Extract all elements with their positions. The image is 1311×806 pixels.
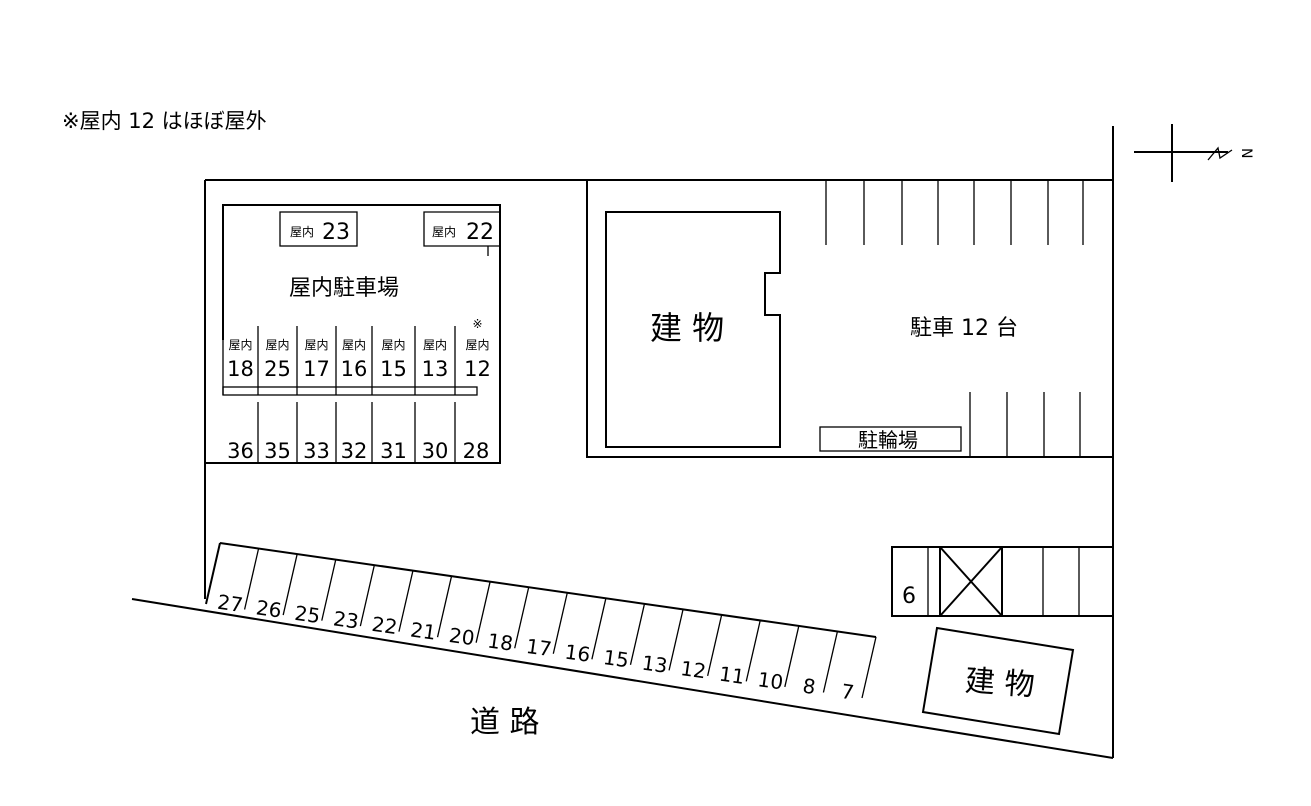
slant-divider — [321, 559, 337, 621]
slant-spot-21: 21 — [409, 617, 438, 644]
main-building: 建 物 — [586, 180, 1113, 458]
slant-divider — [591, 598, 607, 660]
lot-12-area: 駐車 12 台 — [825, 180, 1084, 457]
indoor-spot-label: 屋内 — [423, 338, 447, 352]
slant-spot-15: 15 — [602, 645, 631, 672]
north-label: N — [1238, 148, 1254, 158]
bicycle-parking-label: 駐輪場 — [858, 428, 918, 452]
no-parking-box — [939, 546, 1003, 617]
outdoor-spot-28: 28 — [463, 439, 490, 463]
slant-spot-13: 13 — [640, 651, 669, 678]
indoor-spot-15: 15 — [380, 357, 407, 381]
note-text: ※屋内 12 はほぼ屋外 — [62, 109, 267, 133]
slant-divider — [359, 564, 375, 627]
slant-spot-18: 18 — [486, 628, 515, 655]
slant-divider — [629, 603, 646, 665]
road-label: 道 路 — [470, 705, 540, 740]
indoor-spot-label: 屋内 — [304, 338, 328, 352]
indoor-spot-16: 16 — [341, 357, 368, 381]
indoor-mark: ※ — [472, 317, 482, 331]
slant-spot-27: 27 — [216, 590, 245, 617]
indoor-spot-13: 13 — [422, 357, 449, 381]
slant-spot-7: 7 — [840, 679, 856, 705]
lot-12-label: 駐車 12 台 — [910, 316, 1018, 341]
slant-divider — [668, 609, 684, 671]
slant-divider — [745, 620, 761, 682]
site-boundary — [131, 126, 1114, 759]
small-building: 建 物 — [921, 626, 1075, 736]
outdoor-spot-32: 32 — [341, 439, 368, 463]
bicycle-parking-box — [819, 426, 962, 452]
indoor-spot-17: 17 — [303, 357, 330, 381]
outdoor-spot-33: 33 — [303, 439, 330, 463]
indoor-spot-label: 屋内 — [265, 338, 289, 352]
slant-divider — [243, 548, 260, 610]
slant-spot-8: 8 — [801, 674, 817, 700]
slant-divider — [282, 553, 298, 616]
indoor-spot-23-label: 屋内 — [290, 225, 314, 239]
slant-divider — [822, 631, 839, 693]
indoor-parking-title: 屋内駐車場 — [289, 276, 399, 301]
slant-spot-25: 25 — [293, 601, 322, 628]
slant-spot-12: 12 — [679, 656, 708, 683]
small-building-label: 建 物 — [964, 664, 1036, 704]
indoor-spot-label: 屋内 — [381, 338, 405, 352]
indoor-spot-label: 屋内 — [342, 338, 366, 352]
slant-spot-22: 22 — [370, 612, 399, 639]
indoor-row-bar — [222, 386, 478, 396]
indoor-spot-12: 12 — [464, 357, 491, 381]
outdoor-spot-30: 30 — [422, 439, 449, 463]
slant-divider — [552, 592, 568, 654]
indoor-spot-18: 18 — [227, 357, 254, 381]
slant-spot-17: 17 — [525, 634, 554, 661]
slant-spot-26: 26 — [255, 595, 284, 622]
indoor-spot-22-label: 屋内 — [432, 225, 456, 239]
slant-divider — [436, 576, 453, 638]
slant-spot-11: 11 — [718, 662, 747, 689]
outdoor-spot-35: 35 — [264, 439, 291, 463]
indoor-spot-25: 25 — [264, 357, 291, 381]
outdoor-spot-31: 31 — [380, 439, 407, 463]
small-lot-spot-6: 6 — [902, 584, 916, 609]
indoor-spot-label: 屋内 — [228, 338, 252, 352]
indoor-spot-22-num: 22 — [466, 220, 494, 245]
outdoor-spot-36: 36 — [227, 439, 254, 463]
indoor-spot-23-box — [279, 211, 358, 247]
slant-divider — [475, 581, 491, 643]
small-lot: 6 — [891, 546, 1113, 617]
slant-divider — [861, 636, 877, 699]
slant-divider — [707, 614, 723, 677]
compass: N — [1134, 124, 1254, 182]
slant-spot-23: 23 — [332, 606, 361, 633]
slant-spot-16: 16 — [563, 640, 592, 667]
slant-divider — [398, 570, 414, 632]
slant-spot-10: 10 — [756, 667, 785, 694]
slant-divider — [514, 587, 530, 649]
slant-spot-20: 20 — [448, 623, 477, 650]
indoor-spot-23-num: 23 — [322, 220, 350, 245]
indoor-parking-area: 屋内 23 屋内 22 屋内駐車場 屋内 18 屋内 25 屋内 17 屋内 16 屋内 15 屋内… — [205, 204, 501, 464]
main-building-label: 建 物 — [650, 309, 724, 347]
slant-divider — [784, 625, 800, 688]
indoor-spot-label: 屋内 — [465, 338, 489, 352]
